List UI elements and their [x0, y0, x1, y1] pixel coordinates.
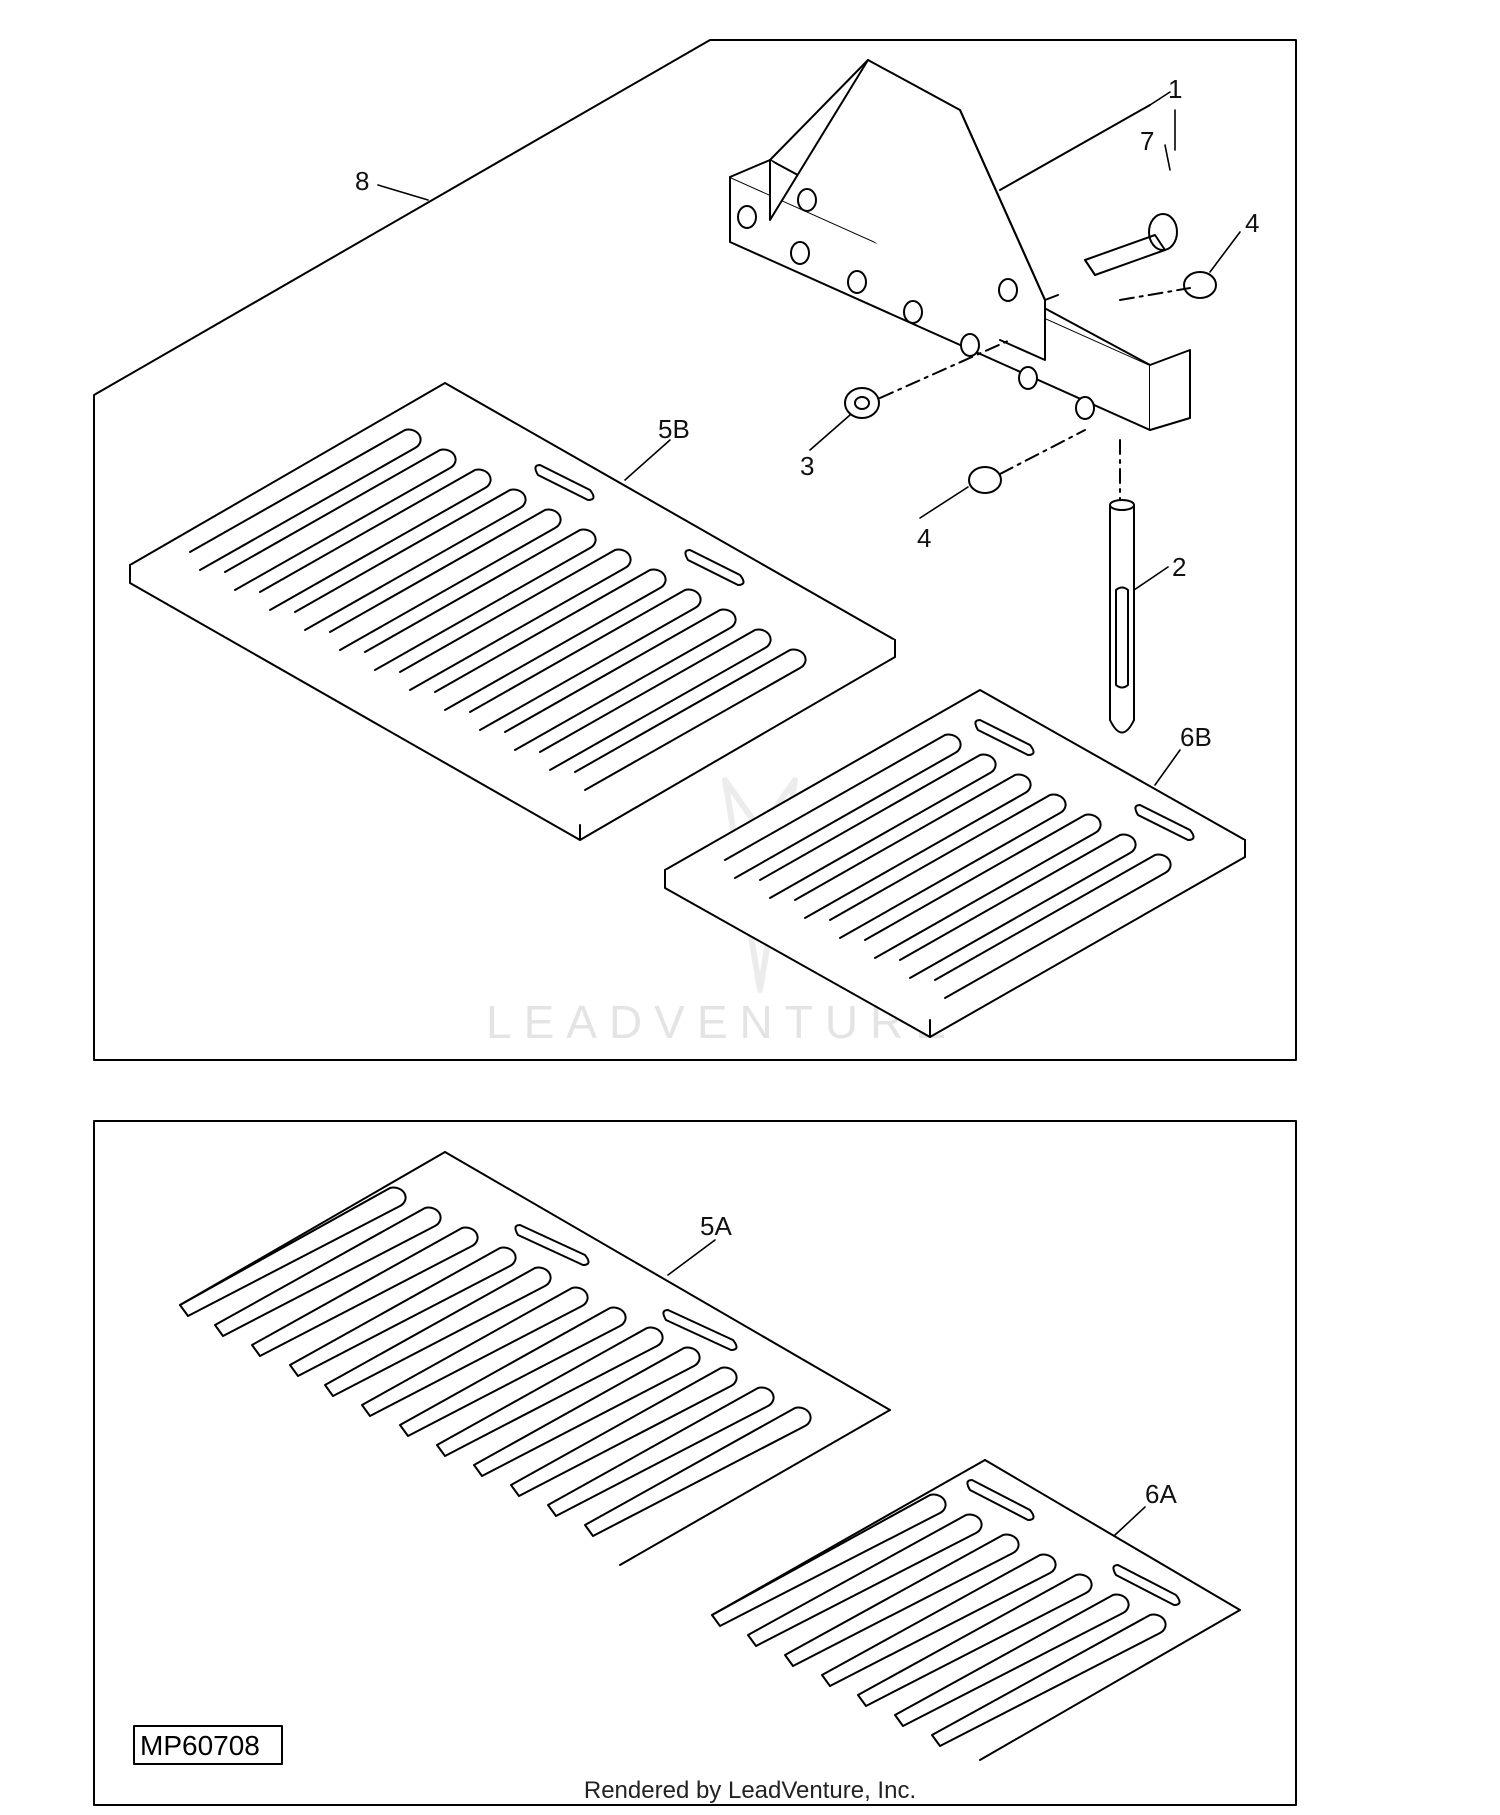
pin-part	[1109, 499, 1135, 734]
callout-3: 3	[800, 451, 814, 481]
grate-5b	[129, 382, 896, 841]
leader-lines-bottom	[667, 1239, 1146, 1536]
alignment-lines	[879, 287, 1191, 501]
callout-2: 2	[1172, 552, 1186, 582]
grate-6b	[664, 689, 1246, 1038]
insert-nut-lower	[968, 466, 1002, 494]
render-credit: Rendered by LeadVenture, Inc.	[583, 1777, 917, 1804]
callout-7: 7	[1140, 126, 1154, 156]
figure-code: MP60708	[140, 1730, 260, 1761]
callout-1: 1	[1168, 74, 1182, 104]
top-panel-frame	[93, 39, 1297, 1061]
hex-nut	[844, 387, 880, 419]
bottom-panel-frame	[93, 1120, 1297, 1806]
bracket-assembly	[729, 59, 1191, 431]
callout-5b: 5B	[658, 414, 690, 444]
bolt-part	[1084, 213, 1178, 276]
callout-6b: 6B	[1180, 722, 1212, 752]
insert-nut-upper	[1183, 271, 1217, 299]
figure-code-box	[133, 1725, 283, 1765]
callout-8: 8	[355, 166, 369, 196]
callout-4-lower: 4	[917, 523, 931, 553]
leader-lines-top	[377, 91, 1241, 786]
grate-5a	[179, 1151, 891, 1566]
callout-5a: 5A	[700, 1211, 732, 1241]
callout-6a: 6A	[1145, 1479, 1177, 1509]
watermark-text: LEADVENTURE	[486, 996, 958, 1048]
callout-4-upper: 4	[1245, 208, 1259, 238]
grate-6a	[711, 1459, 1241, 1761]
